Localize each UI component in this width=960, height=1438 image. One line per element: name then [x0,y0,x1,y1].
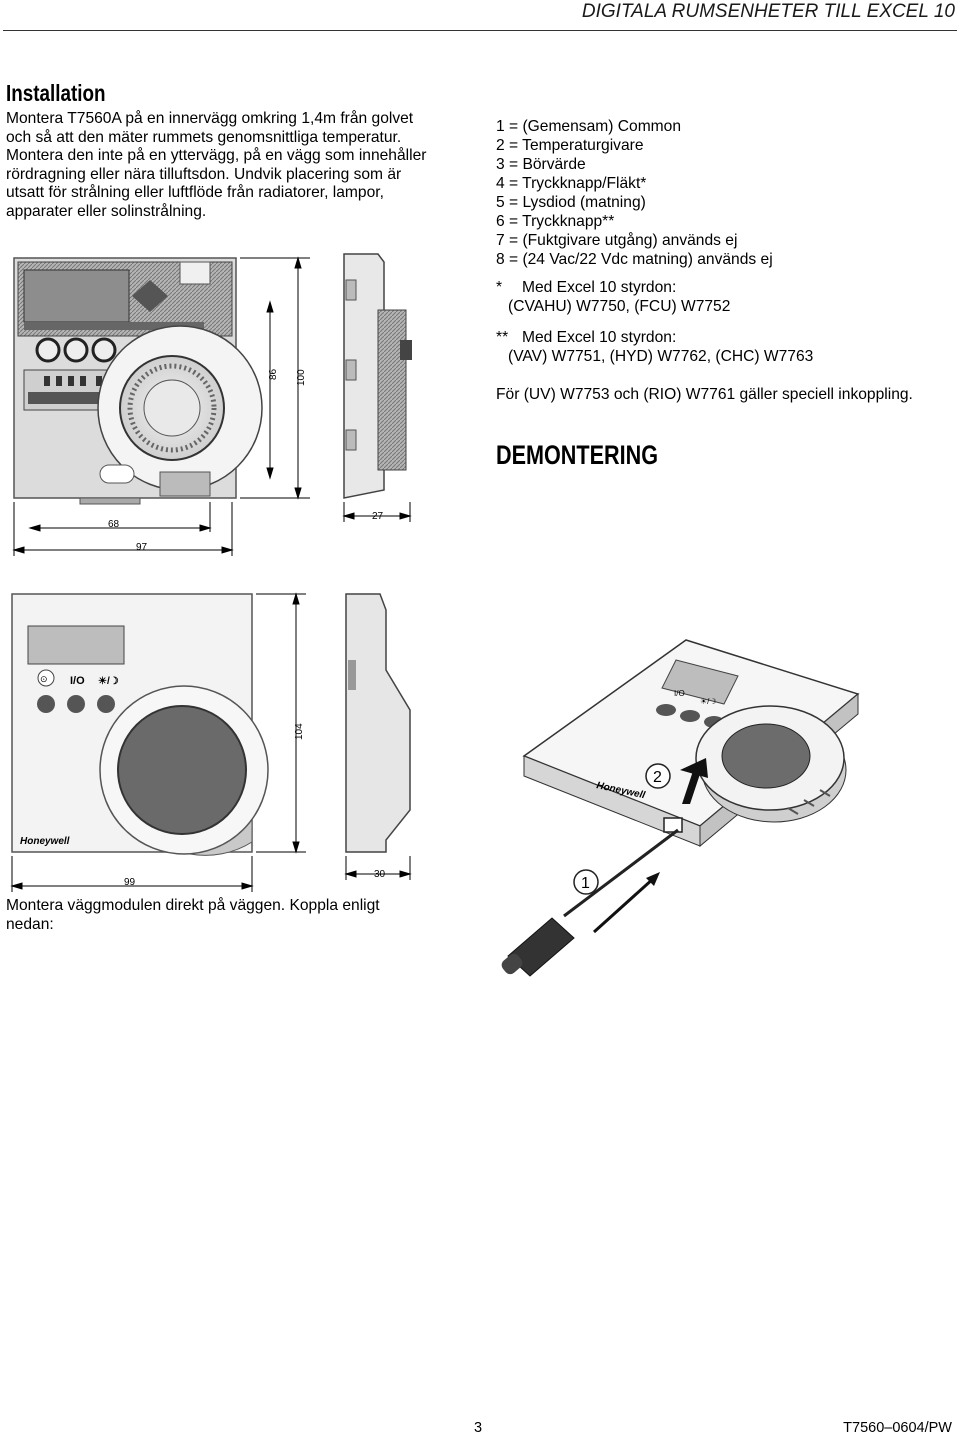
installation-heading: Installation [6,80,106,106]
paragraph-line: nedan: [6,915,54,933]
paragraph-line: och så att den mäter rummets genomsnittl… [6,128,402,146]
dim-100: 100 [296,369,307,386]
terminal-item: 2 = Temperaturgivare [496,137,644,154]
installation-paragraph: Montera T7560A på en innervägg omkring 1… [6,110,476,221]
step-2-label: 2 [653,769,662,786]
paragraph-line: rördragning eller nära tilluftsdon. Undv… [6,165,402,183]
footnote-text: (VAV) W7751, (HYD) W7762, (CHC) W7763 [508,348,814,365]
step-2-marker [645,763,671,789]
dim-27: 27 [372,511,384,522]
step-1-marker [573,869,599,895]
terminal-item: 6 = Tryckknapp** [496,213,615,230]
paragraph-line: utsatt för strålning eller luftflöde frå… [6,184,384,201]
footnote-text: (CVAHU) W7750, (FCU) W7752 [508,298,731,315]
dim-104: 104 [294,723,305,740]
page-number: 3 [474,1420,483,1436]
closed-module-drawing: ⊙ I/O ☀/☽ Honeywell 104 99 30 [10,592,412,892]
demontering-heading: DEMONTERING [496,440,658,470]
connector-jacks [35,337,117,363]
display-window [27,625,125,665]
header-rule [3,30,957,31]
terminal-item: 3 = Börvärde [496,156,586,173]
terminal-item: 7 = (Fuktgivare utgång) används ej [496,232,738,249]
sensor-chip [132,280,168,312]
document-code: T7560–0604/PW [843,1420,952,1436]
dim-86: 86 [268,368,279,380]
btn-label: ☀/☽ [98,676,119,687]
dim-68: 68 [108,519,120,530]
terminal-item: 4 = Tryckknapp/Fläkt* [496,175,647,192]
footnote-marker: ** [496,329,509,346]
footnote-text: Med Excel 10 styrdon: [522,329,677,346]
display-window [661,659,739,705]
dimension-lines [12,256,412,556]
screwdriver [501,828,679,977]
special-wiring-note: För (UV) W7753 och (RIO) W7761 gäller sp… [496,386,913,403]
setpoint-knob [117,705,247,835]
paragraph-line: Montera T7560A på en innervägg omkring 1… [6,110,414,127]
lcd-module [23,269,130,323]
paragraph-line: Montera väggmodulen direkt på väggen. Ko… [6,897,380,914]
paragraph-line: apparater eller solinstrålning. [6,202,207,220]
push-arrow [592,876,656,934]
honeywell-logo: Honeywell [20,836,70,847]
terminal-item: 1 = (Gemensam) Common [496,118,682,135]
btn-label: I/O [674,689,685,698]
terminal-item: 5 = Lysdiod (matning) [496,194,646,211]
footnote-1: * Med Excel 10 styrdon: (CVAHU) W7750, (F… [496,278,956,316]
btn-label: I/O [70,675,85,687]
release-slot [663,817,683,833]
footnote-2: ** Med Excel 10 styrdon: (VAV) W7751, (HY… [496,328,956,366]
dimension-lines [10,592,412,892]
btn-label: ☀/☽ [700,697,717,706]
dim-30: 30 [374,869,386,880]
push-buttons [37,695,115,713]
footnote-marker: * [496,279,503,296]
push-buttons [656,704,724,728]
paragraph-line: Montera den inte på en yttervägg, på en … [6,147,427,164]
side-view [345,593,411,853]
removal-illustration: I/O ☀/☽ Honeywell 2 1 [501,639,860,977]
lift-arrow [682,768,702,804]
terminal-list: 1 = (Gemensam) Common 2 = Temperaturgiva… [496,117,956,269]
btn-label: ⊙ [40,674,48,684]
terminal-item: 8 = (24 Vac/22 Vdc matning) används ej [496,251,773,268]
footnote-text: Med Excel 10 styrdon: [522,279,677,296]
open-module-drawing: 86 100 68 97 27 [12,253,412,556]
dim-99: 99 [124,877,136,888]
step-1-label: 1 [581,875,590,892]
running-header: DIGITALA RUMSENHETER TILL EXCEL 10 [581,1,955,22]
setpoint-knob [721,723,811,789]
dim-97: 97 [136,542,148,553]
mount-paragraph: Montera väggmodulen direkt på väggen. Ko… [6,897,476,934]
